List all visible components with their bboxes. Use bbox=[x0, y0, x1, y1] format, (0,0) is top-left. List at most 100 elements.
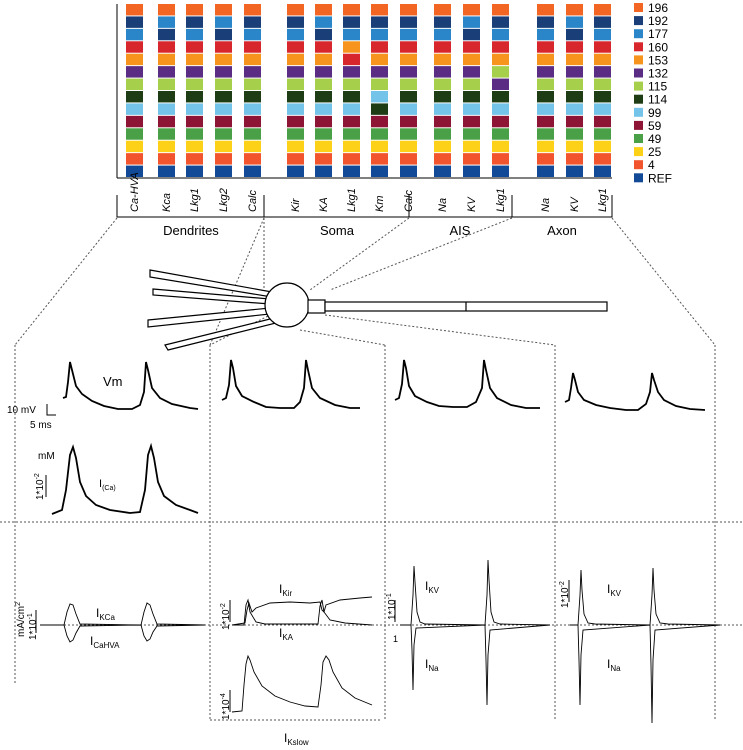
bar-segment bbox=[594, 165, 611, 177]
column-label: KV bbox=[466, 196, 478, 212]
bar-segment bbox=[566, 103, 583, 115]
legend-swatch bbox=[634, 120, 643, 130]
bar-segment bbox=[287, 16, 304, 28]
bar-segment bbox=[463, 128, 480, 140]
bar-segment bbox=[215, 115, 232, 128]
legend-swatch bbox=[634, 107, 643, 117]
column-label: Km bbox=[374, 196, 386, 213]
bar-segment bbox=[158, 128, 175, 140]
ikslow-trace bbox=[231, 654, 373, 713]
ais-currents bbox=[400, 559, 551, 706]
bar-segment bbox=[287, 78, 304, 90]
bar-segment bbox=[315, 153, 332, 165]
vm-trace-axon bbox=[564, 372, 706, 411]
bar-segment bbox=[594, 115, 611, 128]
ina-ais-trace bbox=[400, 624, 551, 706]
legend-swatch bbox=[634, 160, 643, 170]
bar-segment bbox=[566, 140, 583, 153]
bar-segment bbox=[315, 91, 332, 103]
bar-segment bbox=[186, 41, 203, 53]
column-label: Na bbox=[437, 198, 449, 212]
column-label: Lkg2 bbox=[218, 188, 230, 212]
unit-mm-label: mM bbox=[38, 451, 55, 462]
bar-segment bbox=[158, 78, 175, 90]
bar-segment bbox=[537, 165, 554, 177]
bar-segment bbox=[463, 165, 480, 177]
guide-soma-left-upper bbox=[209, 217, 265, 346]
bar-segment bbox=[215, 165, 232, 177]
bar-segment bbox=[343, 41, 360, 53]
ina-ais-label: INa bbox=[425, 657, 439, 673]
bar-segment bbox=[537, 28, 554, 41]
bar-segment bbox=[434, 78, 451, 90]
bar-segment bbox=[371, 78, 388, 90]
bar-segment bbox=[315, 78, 332, 90]
bar-segment bbox=[343, 91, 360, 103]
bar-segment bbox=[244, 153, 261, 165]
bar-segment bbox=[315, 165, 332, 177]
ikv-axon-label: IKV bbox=[607, 582, 622, 598]
ikir-trace bbox=[231, 596, 373, 626]
column-label: Lkg1 bbox=[495, 188, 507, 212]
legend-label: REF bbox=[648, 171, 672, 185]
bar-segment bbox=[371, 53, 388, 66]
bar-segment bbox=[186, 115, 203, 128]
group-label-axon: Axon bbox=[547, 223, 577, 238]
bar-segment bbox=[371, 165, 388, 177]
bar-segment bbox=[343, 4, 360, 16]
legend-swatch bbox=[634, 29, 643, 39]
bar-segment bbox=[400, 41, 417, 53]
bar-segment bbox=[244, 140, 261, 153]
bar-segment bbox=[343, 140, 360, 153]
bar-segment bbox=[566, 41, 583, 53]
bar-segment bbox=[492, 28, 509, 41]
legend-label: 153 bbox=[648, 53, 668, 67]
axon-initial-segment bbox=[307, 299, 326, 314]
neuron-schematic bbox=[147, 269, 608, 351]
bar-segment bbox=[158, 165, 175, 177]
bar-segment bbox=[158, 41, 175, 53]
bar-segment bbox=[244, 41, 261, 53]
bar-segment bbox=[215, 128, 232, 140]
bar-segment bbox=[434, 115, 451, 128]
bar-segment bbox=[537, 153, 554, 165]
bar-segment bbox=[126, 165, 143, 177]
bar-segment bbox=[244, 16, 261, 28]
bar-segment bbox=[244, 66, 261, 78]
current-unit-label: mA/cm2 bbox=[15, 602, 27, 637]
legend-label: 115 bbox=[648, 80, 667, 94]
bar-segment bbox=[566, 115, 583, 128]
group-label-ais: AIS bbox=[450, 223, 471, 238]
bar-segment bbox=[463, 28, 480, 41]
bar-segment bbox=[158, 140, 175, 153]
bar-segment bbox=[463, 16, 480, 28]
ikv-axon-trace bbox=[570, 567, 721, 626]
bar-segment bbox=[126, 103, 143, 115]
bar-segment bbox=[186, 4, 203, 16]
bar-segment bbox=[434, 153, 451, 165]
bar-segment bbox=[215, 153, 232, 165]
legend-label: 192 bbox=[648, 14, 668, 28]
bar-segment bbox=[244, 28, 261, 41]
ina-axon-label: INa bbox=[607, 657, 621, 673]
bar-segment bbox=[315, 115, 332, 128]
bar-segment bbox=[371, 91, 388, 103]
bar-segment bbox=[186, 66, 203, 78]
bar-segment bbox=[287, 28, 304, 41]
legend-swatch bbox=[634, 68, 643, 78]
bar-segment bbox=[371, 4, 388, 16]
kslow-scale-label: 1*10-4 bbox=[220, 693, 232, 720]
bar-segment bbox=[434, 103, 451, 115]
bar-segment bbox=[126, 28, 143, 41]
column-label: Kca bbox=[161, 193, 173, 212]
bar-segment bbox=[126, 140, 143, 153]
vm-scale-bar: 10 mV 5 ms bbox=[7, 404, 56, 431]
legend-swatch bbox=[634, 94, 643, 104]
ais-scale-label: 1*10-1 bbox=[386, 593, 398, 620]
ikv-ais-trace bbox=[400, 559, 551, 626]
axon-currents bbox=[570, 567, 721, 724]
bar-segment bbox=[400, 91, 417, 103]
column-label: KV bbox=[569, 196, 581, 212]
bar-segment bbox=[492, 153, 509, 165]
